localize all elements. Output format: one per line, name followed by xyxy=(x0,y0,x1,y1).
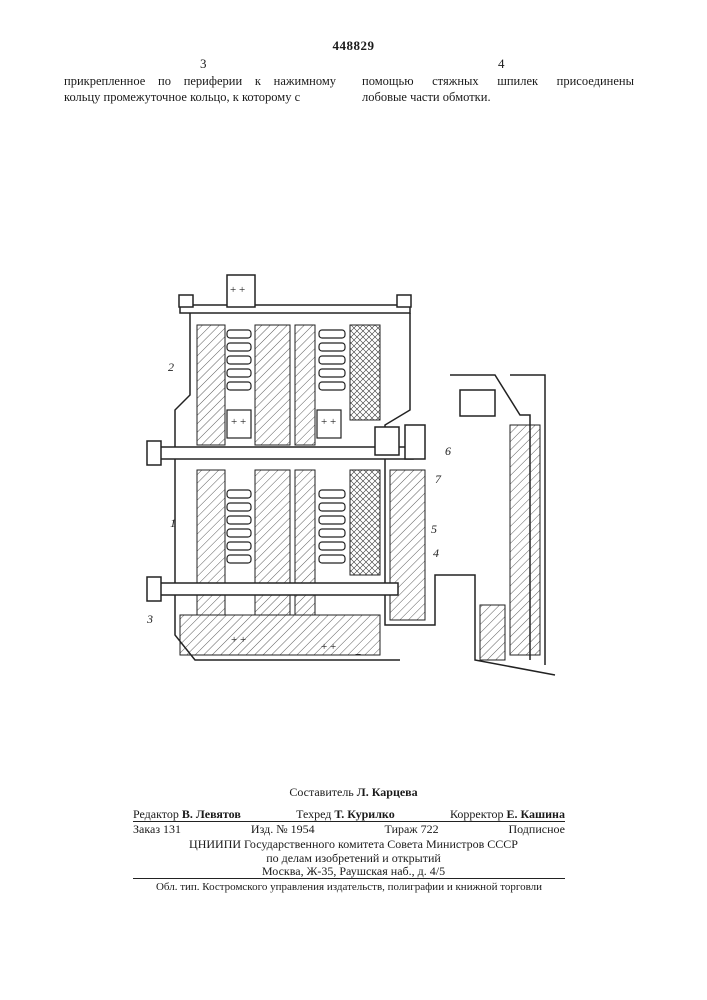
label-1: 1 xyxy=(170,516,176,530)
base-mark-minus: − xyxy=(355,649,361,661)
right-column-number: 4 xyxy=(498,56,505,72)
corrector: Корректор Е. Кашина xyxy=(450,807,565,822)
base-mark-right: + + xyxy=(321,641,336,653)
order-number: Заказ 131 xyxy=(133,822,181,837)
coil-mark-right: + + xyxy=(321,416,336,428)
divider-bottom xyxy=(133,878,565,879)
label-7: 7 xyxy=(435,472,442,486)
edition-number: Изд. № 1954 xyxy=(251,822,315,837)
compiler-label: Составитель xyxy=(289,785,353,799)
compiler-name: Л. Карцева xyxy=(357,785,418,799)
print-run: Тираж 722 xyxy=(385,822,439,837)
coil-mark-left: + + xyxy=(231,416,246,428)
technical-drawing: + + + + + + + + + + − 2 1 3 4 5 6 7 xyxy=(135,265,565,705)
org-line-1: ЦНИИПИ Государственного комитета Совета … xyxy=(0,837,707,852)
right-column-text: помощью стяжных шпилек присоединены лобо… xyxy=(362,73,634,105)
printer-footer: Обл. тип. Костромского управления издате… xyxy=(133,881,565,893)
patent-number: 448829 xyxy=(0,38,707,54)
left-column-number: 3 xyxy=(200,56,207,72)
label-6: 6 xyxy=(445,444,451,458)
left-column-text: прикрепленное по периферии к нажимному к… xyxy=(64,73,336,105)
base-mark-left: + + xyxy=(231,634,246,646)
label-4: 4 xyxy=(433,546,439,560)
label-2: 2 xyxy=(168,360,174,374)
techred: Техред Т. Курилко xyxy=(296,807,395,822)
order-line: Заказ 131 Изд. № 1954 Тираж 722 Подписно… xyxy=(133,822,565,837)
compiler-line: Составитель Л. Карцева xyxy=(0,785,707,800)
editor: Редактор В. Левятов xyxy=(133,807,241,822)
credits-line: Редактор В. Левятов Техред Т. Курилко Ко… xyxy=(133,807,565,822)
subscription: Подписное xyxy=(508,822,565,837)
terminal-mark: + + xyxy=(230,284,245,296)
address-line: Москва, Ж-35, Раушская наб., д. 4/5 xyxy=(0,864,707,879)
label-5: 5 xyxy=(431,522,437,536)
label-3: 3 xyxy=(146,612,153,626)
